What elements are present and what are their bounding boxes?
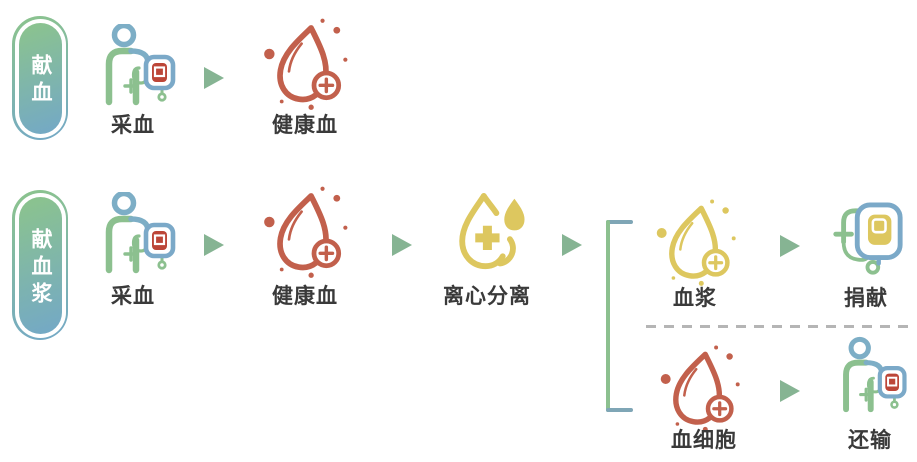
arrow-icon [779,234,801,258]
centrifuge-separation-icon [446,185,536,279]
branch-divider-dashed-line [646,325,910,328]
reinfusion-person-icon [836,336,917,424]
bracket-bottom-cap [606,408,633,412]
flow2-healthy-blood-label: 健康血 [272,285,338,308]
arrow-icon [203,233,225,257]
separation-label: 离心分离 [443,285,531,308]
reinfusion-label: 还输 [848,429,892,452]
blood-collection-person-icon [98,24,190,116]
donate-label: 捐献 [844,287,888,310]
bracket-vertical-line [606,220,610,412]
flow2-badge-ring: 献血浆 [14,192,66,338]
arrow-icon [203,66,225,90]
blood-cells-label: 血细胞 [671,429,737,452]
blood-cells-drop-icon [654,342,744,434]
flow1-badge-label: 献血 [18,22,62,134]
plasma-label: 血浆 [673,287,717,310]
flow2-badge: 献血浆 [12,190,68,340]
blood-collection-person-icon [98,192,190,284]
healthy-blood-drop-icon [257,15,352,112]
flow1-badge: 献血 [12,16,68,140]
flow2-collect-label: 采血 [111,285,155,308]
arrow-icon [561,233,583,257]
flow1-healthy-blood-label: 健康血 [272,114,338,137]
arrow-icon [391,233,413,257]
healthy-blood-drop-icon [257,183,352,280]
donation-blood-bag-icon [828,199,906,281]
branch-bracket [606,220,634,412]
flow2-badge-label: 献血浆 [18,196,62,334]
plasma-drop-icon [650,196,740,288]
arrow-icon [779,379,801,403]
flow1-badge-ring: 献血 [14,18,66,138]
bracket-top-cap [606,220,633,224]
flow1-collect-label: 采血 [111,114,155,137]
